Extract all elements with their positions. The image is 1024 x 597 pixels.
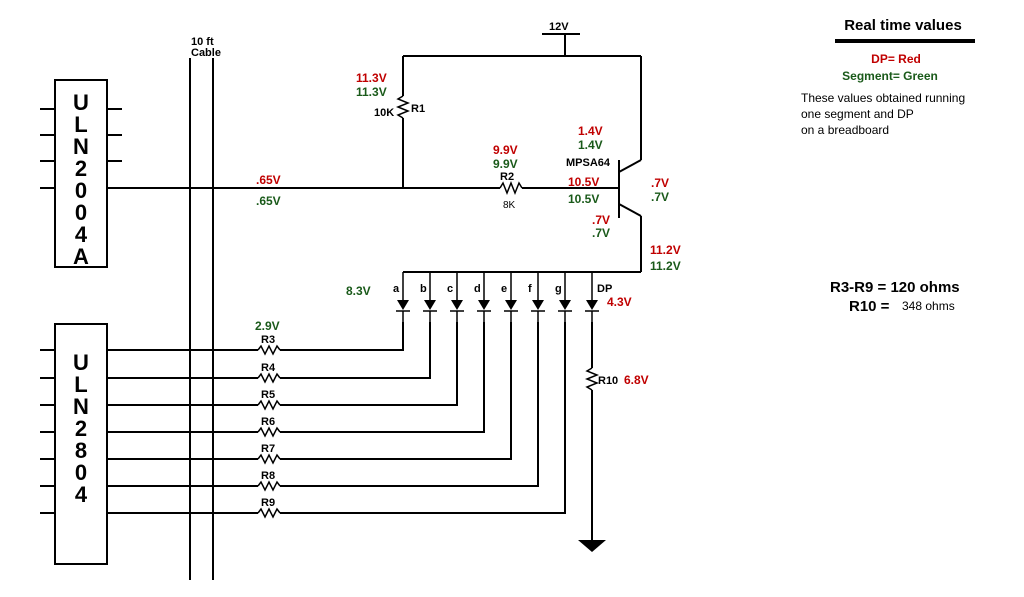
r2-voltage-green: 9.9V [493, 157, 518, 171]
r4-label: R4 [261, 362, 276, 374]
segment-bus [402, 271, 641, 300]
r6-label: R6 [261, 416, 275, 428]
resistor-r1: R1 10K [374, 56, 425, 188]
supply-label: 12V [549, 21, 569, 33]
segment-letter: g [555, 283, 562, 295]
segment-letter: d [474, 283, 481, 295]
q-voltage-red: 1.4V [578, 124, 603, 138]
r2-name: R2 [500, 171, 514, 183]
uln2804-char: 2 [75, 416, 87, 441]
r2-value: 8K [503, 200, 516, 211]
uln2804-char: 0 [75, 460, 87, 485]
resistor-r10: R10 [584, 322, 618, 540]
segment-resistor-labels: R3 R4 R5 R6 R7 R8 R9 [261, 334, 276, 509]
segment-letter: e [501, 283, 507, 295]
legend-title: Real time values [844, 17, 962, 34]
led-symbol [531, 300, 545, 322]
segment-letter: DP [597, 283, 612, 295]
r1-name: R1 [411, 103, 425, 115]
uln2804-char: L [74, 372, 87, 397]
ground-icon [578, 540, 606, 552]
uln2004a-chip: U L N 2 0 0 4 A [40, 79, 122, 269]
led-segments [396, 300, 599, 322]
legend-note-line2: one segment and DP [801, 107, 914, 121]
transistor-label: MPSA64 [566, 157, 611, 169]
uln2004-char: A [73, 244, 89, 269]
emitter-voltage-red: .7V [651, 176, 669, 190]
uln2004-char: N [73, 134, 89, 159]
segment-letter: a [393, 283, 400, 295]
segment-letter: f [528, 283, 532, 295]
uln2004-char: 2 [75, 156, 87, 181]
uln2004-char: U [73, 90, 89, 115]
collector-voltage-red: .7V [592, 213, 610, 227]
led-symbol [477, 300, 491, 322]
cable-label-line2: Cable [191, 47, 221, 59]
uln2804-char: N [73, 394, 89, 419]
r8-label: R8 [261, 470, 275, 482]
r1-voltage-green: 11.3V [356, 85, 387, 99]
legend-note-line1: These values obtained running [801, 91, 965, 105]
dp-voltage-red: 4.3V [607, 295, 632, 309]
bus-voltage-red: 11.2V [650, 243, 681, 257]
r1-voltage-red: 11.3V [356, 71, 387, 85]
resistance-note-line1: R3-R9 = 120 ohms [830, 279, 960, 296]
uln2004-char: 0 [75, 200, 87, 225]
collector-voltage-green: .7V [592, 226, 610, 240]
led-symbol [585, 300, 599, 322]
legend: Real time values DP= Red Segment= Green … [801, 17, 975, 137]
segment-voltage-green: 8.3V [346, 284, 371, 298]
led-symbol [450, 300, 464, 322]
legend-segment: Segment= Green [842, 69, 938, 83]
r9-label: R9 [261, 497, 275, 509]
input-line [107, 180, 612, 196]
transistor-mpsa64: MPSA64 [566, 56, 642, 272]
r3-voltage-green: 2.9V [255, 319, 280, 333]
legend-note-line3: on a breadboard [801, 123, 889, 137]
emitter-voltage-green: .7V [651, 190, 669, 204]
supply-rail: 12V [403, 21, 641, 57]
cable-label-line1: 10 ft [191, 36, 214, 48]
r10-label: R10 [598, 375, 618, 387]
cable: 10 ft Cable [189, 36, 221, 580]
r5-label: R5 [261, 389, 275, 401]
uln2004-char: 4 [75, 222, 88, 247]
bus-voltage-green: 11.2V [650, 259, 681, 273]
segment-letter: c [447, 283, 453, 295]
resistance-note-label: R10 = [849, 298, 890, 315]
uln2804-char: 8 [75, 438, 87, 463]
uln2004-char: 0 [75, 178, 87, 203]
legend-dp: DP= Red [871, 52, 921, 66]
base-voltage-red: 10.5V [568, 175, 599, 189]
r10-voltage-red: 6.8V [624, 373, 649, 387]
q-voltage-green: 1.4V [578, 138, 603, 152]
legend-underline [835, 39, 975, 43]
uln2804-char: U [73, 350, 89, 375]
uln2004-char: L [74, 112, 87, 137]
r7-label: R7 [261, 443, 275, 455]
r1-value: 10K [374, 107, 394, 119]
led-symbol [504, 300, 518, 322]
led-symbol [396, 300, 410, 322]
uln2804-chip: U L N 2 8 0 4 [40, 323, 108, 565]
input-voltage-red: .65V [256, 173, 281, 187]
r3-label: R3 [261, 334, 275, 346]
resistance-note: R3-R9 = 120 ohms R10 = 348 ohms [830, 279, 960, 315]
uln2804-char: 4 [75, 482, 88, 507]
segment-lines [107, 322, 566, 519]
input-voltage-green: .65V [256, 194, 281, 208]
resistance-note-value: 348 ohms [902, 299, 955, 313]
segment-letters: a b c d e f g DP [393, 283, 612, 295]
segment-letter: b [420, 283, 427, 295]
led-symbol [423, 300, 437, 322]
base-voltage-green: 10.5V [568, 192, 599, 206]
voltage-readings: 11.3V 11.3V 9.9V 9.9V 1.4V 1.4V 10.5V 10… [255, 71, 681, 387]
led-symbol [558, 300, 572, 322]
r2-voltage-red: 9.9V [493, 143, 518, 157]
